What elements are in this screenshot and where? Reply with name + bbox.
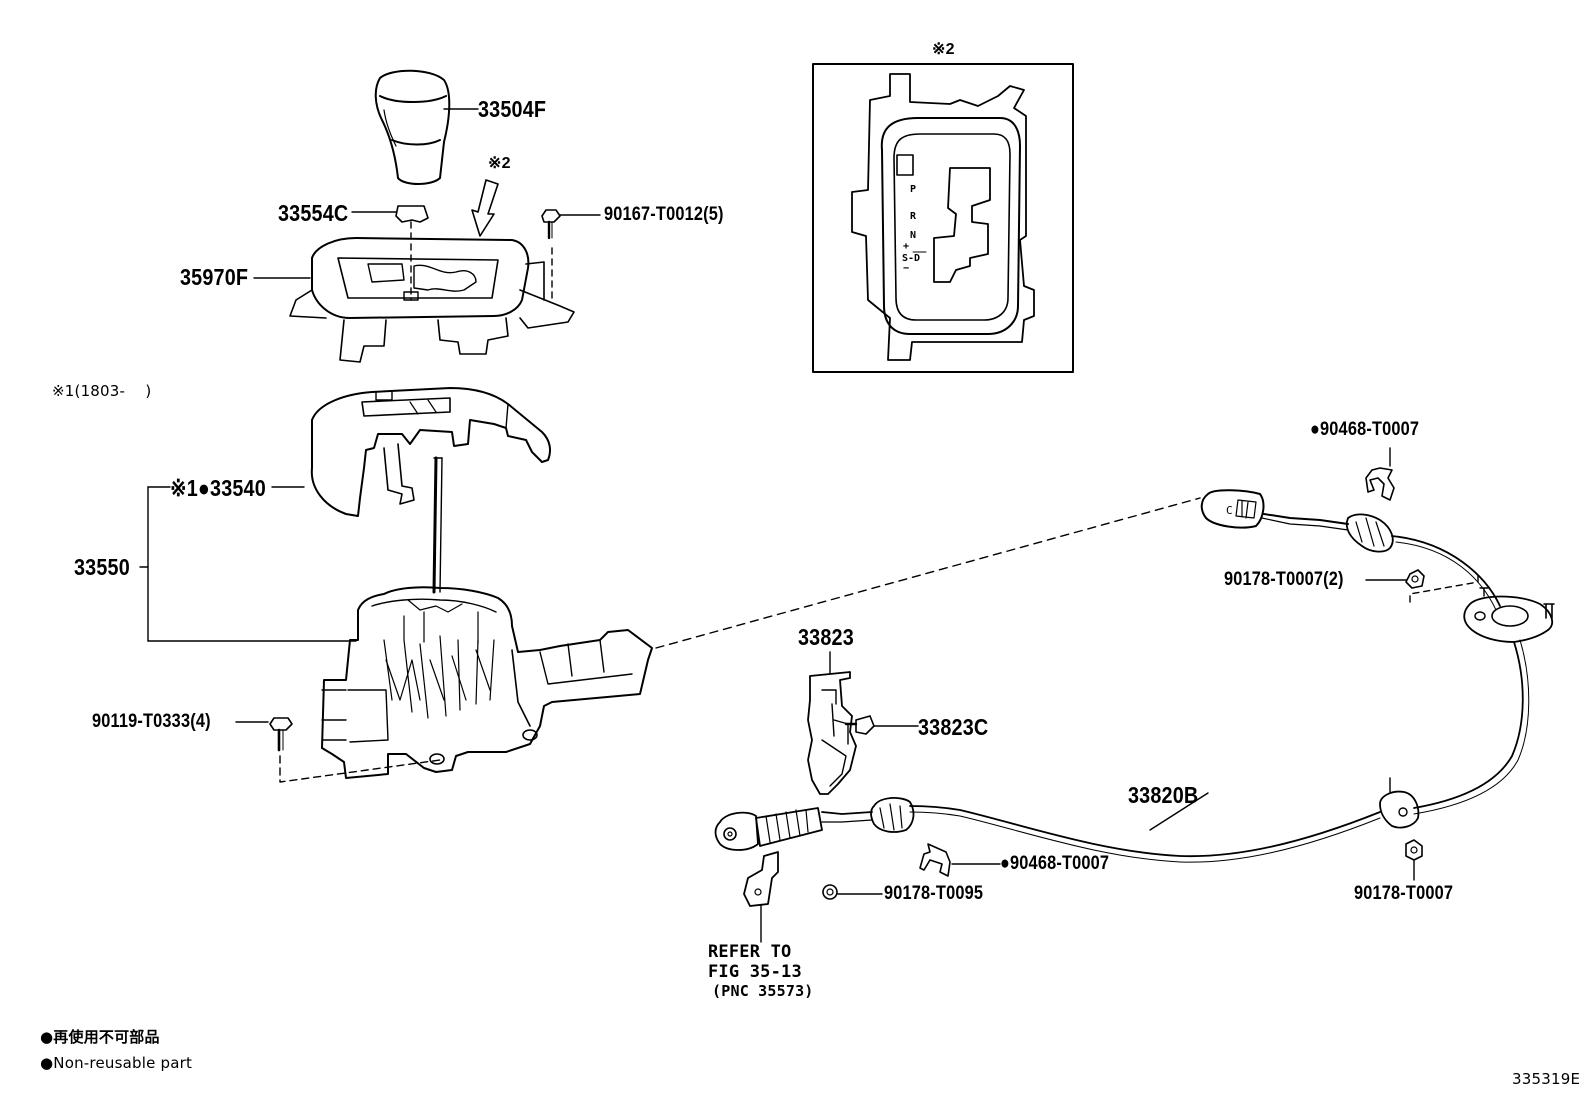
callout-bolt: 90119-T0333(4) [92,711,211,732]
callout-shift-lever-assy: 33550 [74,554,130,580]
cable-bracket [807,651,857,795]
legend-japanese: ●再使用不可部品 [40,1028,160,1046]
shift-knob [374,69,479,185]
figure-number: 335319E [1512,1070,1581,1088]
dashed-guide-line [655,497,1201,649]
gate-letter-r: R [910,211,917,222]
gate-letter-plus: + [903,241,910,252]
callout-nut-pair: 90178-T0007(2) [1224,569,1344,590]
callout-clip-bottom: ●90468-T0007 [1000,853,1110,874]
view-arrow [471,179,499,237]
svg-text:C: C [1226,504,1233,517]
callout-screw: 90167-T0012(5) [604,204,724,225]
nut-right [1405,839,1423,881]
nut-pair [1365,569,1479,603]
callout-nut-right: 90178-T0007 [1354,883,1454,904]
gate-letter-sd: S-D [902,253,921,264]
bolt-part [235,717,441,783]
callout-bracket: 33823 [798,624,854,650]
bracket-screw [844,715,919,735]
gate-letter-p: P [910,184,917,195]
nut-small [822,884,883,900]
inset-shift-gate-view [812,63,1074,373]
shift-lever-assembly [321,456,653,779]
inset-mark: ※2 [932,41,955,58]
callout-bracket-screw: 33823C [918,714,989,740]
callout-insert: 33554C [278,200,349,226]
callout-clip-top: ●90468-T0007 [1310,419,1420,440]
legend-english: ●Non-reusable part [40,1054,193,1072]
callout-mark-1-range: ※1(1803- ) [52,382,152,400]
indicator-housing [253,237,575,363]
refer-line-3: (PNC 35573) [712,982,814,1000]
shift-cover [271,387,551,517]
cable-end-clip [743,851,779,943]
callout-bracket [139,486,357,642]
clip-top [1365,447,1395,501]
insert-part [351,205,429,301]
callout-shift-knob: 33504F [478,96,547,122]
callout-cable: 33820B [1128,782,1199,808]
shift-cable: C [714,489,1555,863]
gate-letter-minus: − [903,263,910,274]
callout-cover: ※1●33540 [170,475,266,501]
clip-bottom [919,843,1001,877]
gate-letter-n: N [910,230,917,241]
screw-part [541,209,601,301]
callout-nut-small: 90178-T0095 [884,883,984,904]
callout-indicator-housing: 35970F [180,264,249,290]
callout-view-mark: ※2 [488,155,511,172]
refer-line-1: REFER TO [708,942,792,962]
refer-line-2: FIG 35-13 [708,962,802,982]
